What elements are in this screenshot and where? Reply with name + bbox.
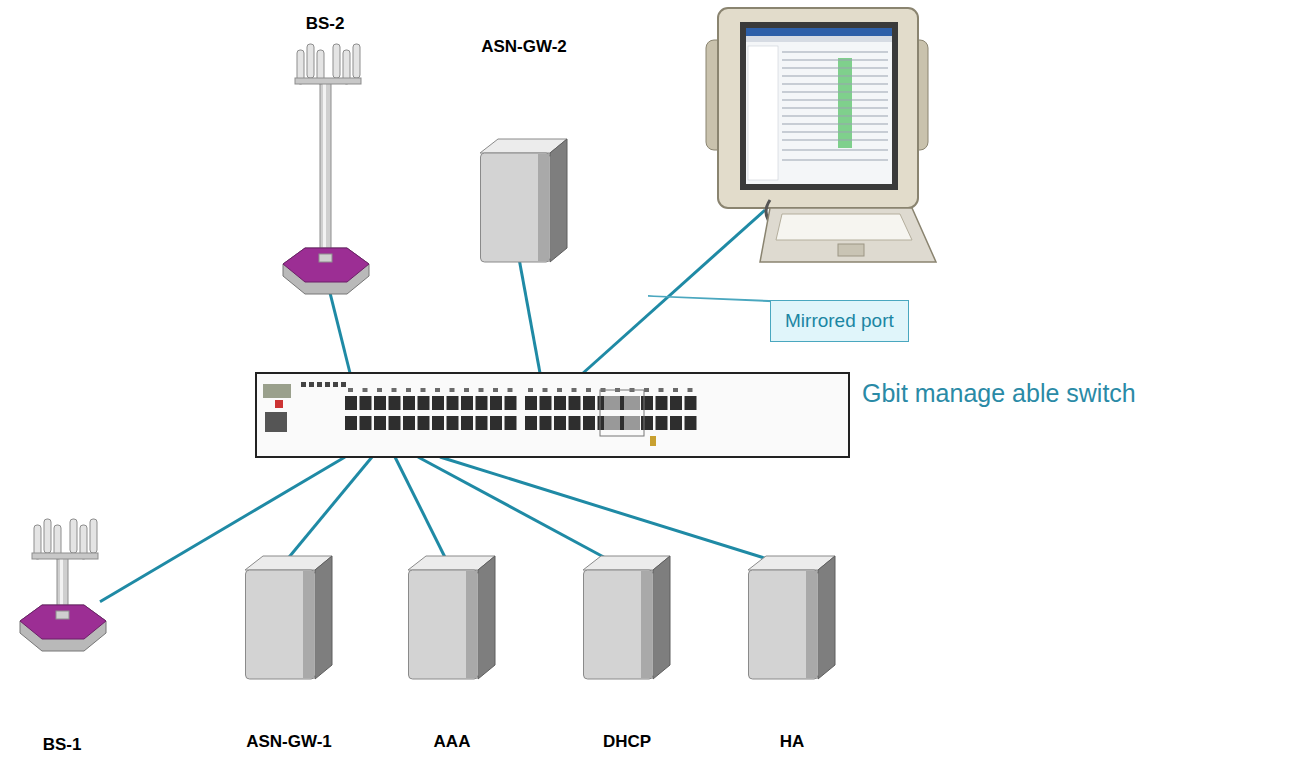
network-switch: Gbit manage able switch bbox=[255, 372, 850, 458]
network-link bbox=[330, 293, 350, 373]
server-icon bbox=[748, 555, 836, 680]
node-label: BS-1 bbox=[12, 735, 112, 755]
protocol-analyzer bbox=[706, 8, 936, 262]
server-icon bbox=[583, 555, 671, 680]
server: ASN-GW-2 bbox=[480, 37, 568, 263]
network-link bbox=[520, 262, 540, 373]
network-link bbox=[285, 457, 372, 563]
mirror-wire bbox=[582, 210, 765, 374]
node-label: AAA bbox=[408, 732, 496, 752]
base-station-icon bbox=[275, 40, 375, 298]
network-link bbox=[440, 457, 779, 563]
switch-icon bbox=[255, 372, 850, 458]
node-label: Gbit manage able switch bbox=[862, 378, 1136, 408]
node-label: HA bbox=[748, 732, 836, 752]
base-station-icon bbox=[12, 515, 112, 655]
network-link bbox=[418, 457, 614, 563]
server-icon bbox=[245, 555, 333, 680]
base-station: BS-1 bbox=[12, 515, 112, 755]
server: DHCP bbox=[583, 555, 671, 752]
network-link bbox=[395, 457, 448, 563]
base-station: BS-2 bbox=[275, 14, 375, 298]
server: ASN-GW-1 bbox=[245, 555, 333, 752]
server: AAA bbox=[408, 555, 496, 752]
node-label: ASN-GW-2 bbox=[480, 37, 568, 57]
server-icon bbox=[480, 138, 568, 263]
server-icon bbox=[408, 555, 496, 680]
node-label: DHCP bbox=[583, 732, 671, 752]
node-label: BS-2 bbox=[275, 14, 375, 34]
server: HA bbox=[748, 555, 836, 752]
callout-box: Mirrored port bbox=[770, 300, 909, 342]
node-label: Mirrored port bbox=[785, 309, 894, 333]
node-label: ASN-GW-1 bbox=[245, 732, 333, 752]
